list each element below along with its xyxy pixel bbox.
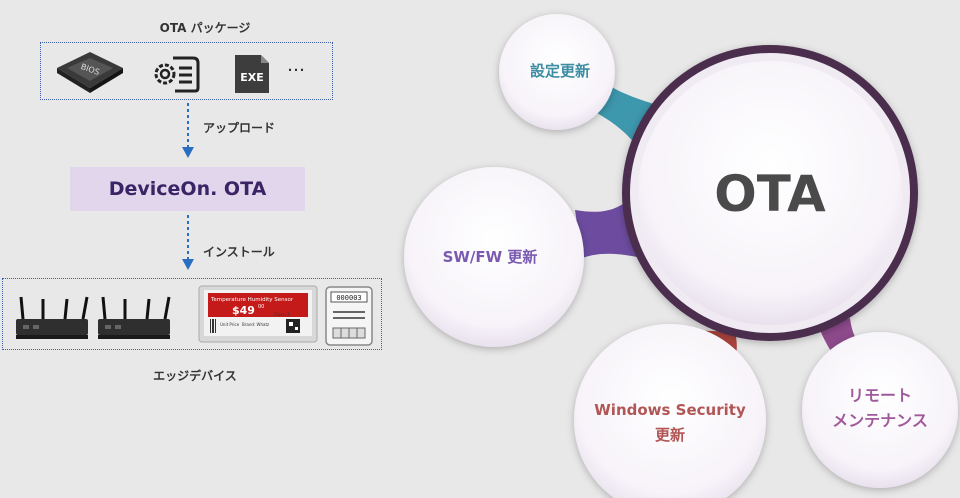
install-label: インストール: [203, 245, 275, 259]
ota-package-box: BIOS EXE …: [40, 42, 333, 100]
edge-devices-box: Temperature Humidity Sensor $49 00 Unit …: [2, 278, 382, 350]
upload-arrow: [182, 103, 194, 158]
settings-circle: [499, 14, 615, 130]
windows-security-line2: 更新: [654, 426, 685, 444]
electronic-shelf-label-icon: Temperature Humidity Sensor $49 00 Unit …: [198, 285, 318, 343]
edge-devices-label: エッジデバイス: [153, 369, 237, 383]
windows-security-label: Windows Security 更新: [580, 398, 760, 448]
windows-circle: [574, 324, 766, 498]
remote-circle: [802, 332, 958, 488]
install-arrow: [182, 215, 194, 270]
ota-package-title: OTA パッケージ: [159, 21, 251, 35]
remote-maintenance-line1: リモート: [847, 386, 912, 405]
tag-header: Temperature Humidity Sensor: [210, 297, 294, 303]
upload-label: アップロード: [203, 121, 276, 135]
remote-maintenance-label: リモート メンテナンス: [805, 383, 955, 433]
deviceon-ota-box: DeviceOn. OTA: [70, 167, 305, 211]
more-items-indicator: …: [287, 55, 307, 76]
meter-digits: 000003: [336, 294, 361, 302]
exe-file-icon: EXE: [235, 55, 269, 93]
tag-price: $49: [232, 304, 255, 317]
tag-brand: Brand: Whatz: [242, 322, 269, 327]
windows-security-line1: Windows Security: [594, 401, 746, 419]
tag-unit: Unit Price: [220, 322, 240, 327]
ota-center-label: OTA: [714, 165, 826, 223]
tag-cents: 00: [258, 304, 264, 310]
swfw-update-label: SW/FW 更新: [442, 248, 538, 266]
ota-center-circle: [638, 61, 902, 325]
settings-file-icon: [154, 56, 200, 93]
exe-file-text: EXE: [240, 71, 264, 84]
remote-maintenance-line2: メンテナンス: [832, 411, 928, 430]
smart-meter-icon: 000003: [325, 286, 373, 346]
gateway-device-icon-2: [98, 296, 171, 339]
bios-chip-icon: BIOS: [57, 52, 123, 93]
swfw-circle: [404, 167, 584, 347]
gateway-device-icon: [16, 296, 89, 339]
settings-update-label: 設定更新: [529, 62, 590, 80]
tag-class: Class: 2: [274, 312, 290, 317]
